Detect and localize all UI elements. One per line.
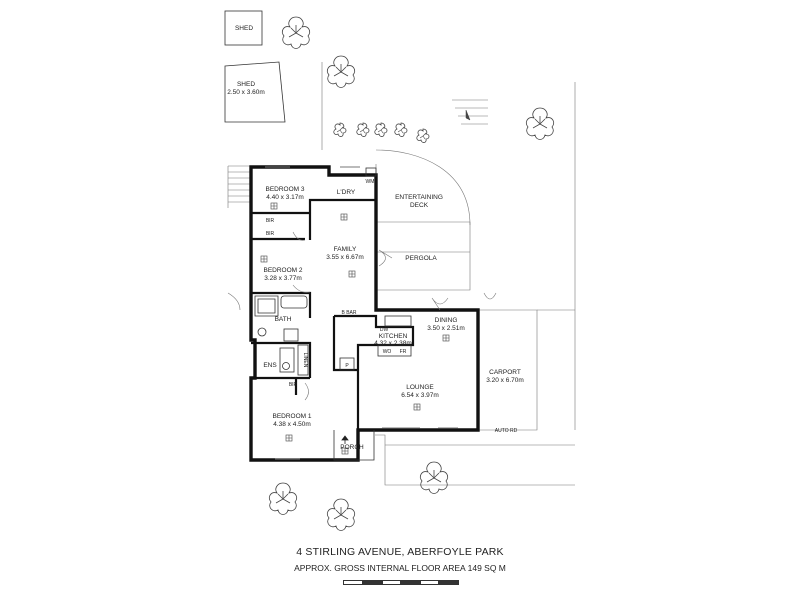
pantry: [339, 357, 355, 371]
family-dim: 3.55 x 6.67m: [326, 254, 364, 261]
bush-icon: [394, 122, 408, 137]
tree-icon: [268, 482, 298, 515]
deck-curve: [375, 149, 471, 226]
light-icon: [442, 334, 450, 342]
linen-label: LINEN: [302, 353, 308, 368]
door-arc: [292, 284, 311, 293]
light-icon: [348, 270, 356, 278]
lounge-label: LOUNGE: [406, 384, 434, 391]
bedroom2-label: BEDROOM 2: [263, 267, 302, 274]
shed1-label: SHED: [235, 25, 253, 32]
toilet: [257, 327, 267, 337]
bir3-label: BIR: [289, 382, 298, 388]
porch-label: PORCH: [340, 444, 364, 451]
deck-label: DECK: [410, 202, 429, 209]
light-icon: [340, 213, 348, 221]
ens-label: ENS: [263, 362, 277, 369]
light-icon: [270, 202, 278, 210]
bath-label: BATH: [275, 316, 292, 323]
address-title: 4 STIRLING AVENUE, ABERFOYLE PARK: [296, 546, 504, 558]
entertaining-label: ENTERTAINING: [395, 194, 443, 201]
bir2-label: BIR: [266, 231, 275, 237]
carport-outline: [478, 309, 538, 431]
bedroom3-dim: 4.40 x 3.17m: [266, 194, 304, 201]
floor-area-caption: APPROX. GROSS INTERNAL FLOOR AREA 149 SQ…: [294, 563, 506, 573]
scale-bar: [343, 580, 459, 586]
bedroom2-dim: 3.28 x 3.77m: [264, 275, 302, 282]
entry-arrow-icon: [341, 435, 349, 444]
shed2-dim: 2.50 x 3.60m: [227, 89, 265, 96]
bbar-label: B BAR: [341, 310, 356, 316]
door-arc: [378, 249, 393, 267]
laundry-tub: [365, 167, 377, 177]
p-label: P: [345, 363, 349, 369]
bir1-label: BIR: [266, 218, 275, 224]
bush-icon: [374, 122, 388, 137]
toilet: [282, 362, 290, 370]
bedroom1-dim: 4.38 x 4.50m: [273, 421, 311, 428]
tree-icon: [326, 55, 356, 88]
wall-oven: [377, 344, 412, 357]
light-icon: [413, 403, 421, 411]
family-label: FAMILY: [334, 246, 357, 253]
door-arc: [431, 297, 449, 311]
porch-outline: [333, 430, 375, 461]
bush-icon: [333, 122, 347, 137]
tree-icon: [281, 16, 311, 49]
dining-label: DINING: [435, 317, 458, 324]
bath-tub-right: [280, 295, 308, 309]
property-boundary: [537, 82, 576, 430]
auto-rd-label: AUTO RD: [495, 428, 518, 434]
kitchen-label: KITCHEN: [379, 333, 408, 340]
sun-lines: [452, 99, 488, 125]
interior-walls: [251, 198, 415, 430]
bush-icon: [416, 128, 430, 143]
shower: [279, 347, 295, 373]
door-arc: [304, 382, 309, 401]
shed-small: [224, 10, 263, 46]
wo-label: WO: [383, 349, 392, 355]
ldry-label: L'DRY: [337, 189, 356, 196]
door-arc: [483, 292, 497, 300]
pergola-label: PERGOLA: [405, 255, 437, 262]
bush-icon: [356, 122, 370, 137]
carport-dim: 3.20 x 6.70m: [486, 377, 524, 384]
door-arc: [292, 231, 306, 241]
tree-icon: [419, 461, 449, 494]
door-arc: [227, 292, 241, 311]
vanity: [283, 328, 299, 342]
linen-cupboard: [297, 344, 309, 376]
shed-large: [224, 61, 286, 123]
lounge-dim: 6.54 x 3.97m: [401, 392, 439, 399]
shed2-label: SHED: [237, 81, 255, 88]
deck-outline: [375, 164, 471, 291]
driveway-lines: [375, 434, 575, 486]
bedroom3-label: BEDROOM 3: [265, 186, 304, 193]
fr-label: FR: [400, 349, 407, 355]
north-arrow: [465, 109, 471, 121]
steps: [227, 165, 250, 208]
kitchen-dim: 4.32 x 2.38m: [374, 340, 412, 347]
bedroom1-label: BEDROOM 1: [272, 413, 311, 420]
sink: [384, 315, 412, 327]
dw-label: DW: [380, 327, 389, 333]
tree-icon: [326, 498, 356, 531]
dining-dim: 3.50 x 2.51m: [427, 325, 465, 332]
light-icon: [260, 255, 268, 263]
wm-label: WM: [366, 179, 375, 185]
tree-icon: [525, 107, 555, 140]
light-icon: [285, 434, 293, 442]
bathtub: [254, 295, 279, 317]
carport-label: CARPORT: [489, 369, 521, 376]
